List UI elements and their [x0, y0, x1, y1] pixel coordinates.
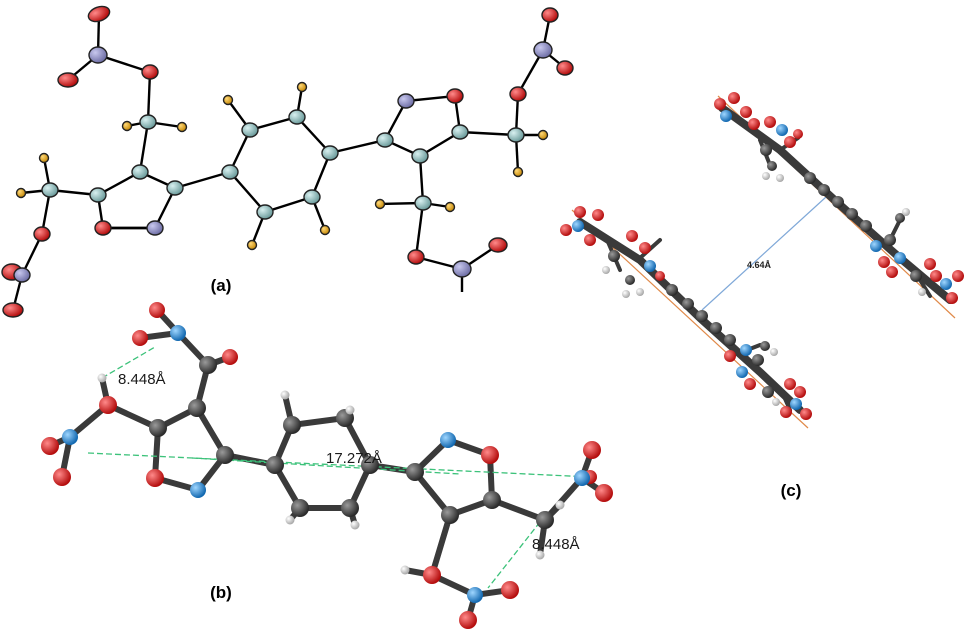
- panel-c-molecule-lower: [560, 206, 812, 420]
- panel-a-atoms: [1, 5, 574, 318]
- panel-b-contacts: [87, 346, 591, 589]
- distance-label-bottom-right: 8.448Å: [532, 536, 580, 553]
- panel-b-label: (b): [210, 583, 232, 602]
- panel-b-atoms: [41, 302, 613, 629]
- distance-label-top-left: 8.448Å: [118, 371, 166, 388]
- distance-label-center: 17.272Å: [326, 450, 382, 467]
- panel-c-molecule-upper: [714, 92, 964, 304]
- stacking-distance-label: 4.64Å: [747, 260, 772, 270]
- panel-a-label: (a): [211, 276, 232, 295]
- panel-c-label: (c): [781, 481, 802, 500]
- panel-c-centroid-line: [701, 196, 827, 311]
